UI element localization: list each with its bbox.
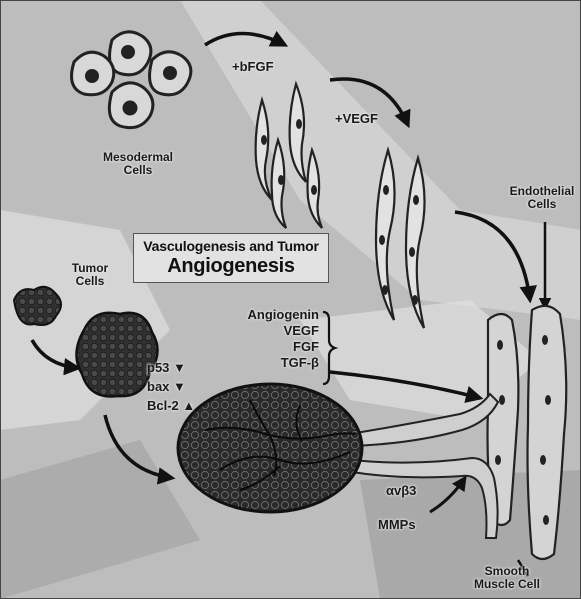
regulator-p53: p53 ▼ (147, 358, 195, 377)
tumor-cluster-icon (14, 287, 61, 325)
mesodermal-cells-label: Mesodermal Cells (93, 151, 183, 176)
bfgf-label: +bFGF (232, 60, 274, 74)
title-box: Vasculogenesis and Tumor Angiogenesis (133, 233, 329, 283)
mesodermal-cell-icon (109, 83, 153, 128)
regulator-bax: bax ▼ (147, 377, 195, 396)
factor-label: TGF-β (215, 355, 319, 371)
down-arrow-icon: ▼ (173, 360, 186, 375)
label-line: Cells (62, 275, 118, 288)
integrin-label: αvβ3 (386, 484, 416, 498)
tumor-mass-icon (178, 384, 362, 512)
mesodermal-cell-icon (150, 52, 191, 95)
mesodermal-cell-icon (72, 52, 114, 95)
down-arrow-icon: ▼ (173, 379, 186, 394)
smooth-muscle-cell-label: Smooth Muscle Cell (462, 565, 552, 590)
factor-label: VEGF (215, 323, 319, 339)
factor-label: FGF (215, 339, 319, 355)
title-line-1: Vasculogenesis and Tumor (134, 238, 328, 254)
label-line: Cells (93, 164, 183, 177)
regulator-name: bax (147, 379, 169, 394)
endothelial-cells-label: Endothelial Cells (502, 185, 581, 210)
label-line: Cells (502, 198, 581, 211)
label-line: Smooth (462, 565, 552, 578)
regulator-name: Bcl-2 (147, 398, 179, 413)
regulators-list: p53 ▼ bax ▼ Bcl-2 ▲ (147, 358, 195, 415)
up-arrow-icon: ▲ (182, 398, 195, 413)
growth-factors-list: Angiogenin VEGF FGF TGF-β (215, 307, 319, 371)
tumor-cells-label: Tumor Cells (62, 262, 118, 287)
vegf-add-label: +VEGF (335, 112, 378, 126)
title-line-2: Angiogenesis (134, 255, 328, 278)
regulator-bcl2: Bcl-2 ▲ (147, 396, 195, 415)
mmps-label: MMPs (378, 518, 416, 532)
label-line: Tumor (62, 262, 118, 275)
tumor-cluster-icon (76, 313, 157, 397)
regulator-name: p53 (147, 360, 169, 375)
label-line: Mesodermal (93, 151, 183, 164)
label-line: Muscle Cell (462, 578, 552, 591)
mesodermal-cell-icon (110, 32, 151, 75)
label-line: Endothelial (502, 185, 581, 198)
factor-label: Angiogenin (215, 307, 319, 323)
